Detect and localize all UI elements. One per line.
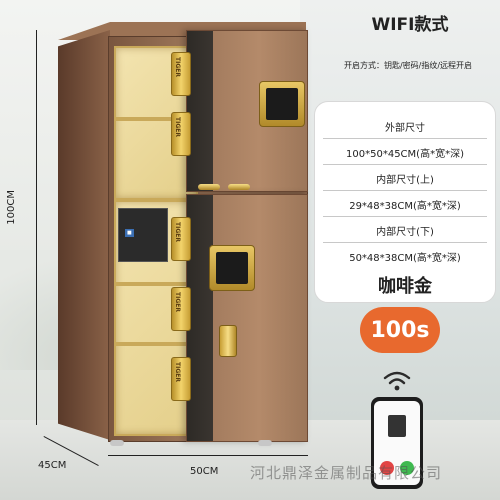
- divider: [323, 242, 487, 243]
- height-dimension-line: [36, 30, 37, 425]
- height-dimension-label: 100CM: [6, 190, 17, 225]
- smartphone: [371, 397, 423, 489]
- color-name: 咖啡金: [378, 276, 432, 297]
- model-title: WIFI款式: [371, 15, 449, 35]
- hinge: [198, 184, 220, 190]
- upper-shelf: [116, 117, 194, 121]
- bolt: TIGER: [171, 217, 191, 261]
- company-watermark: 河北鼎泽金属制品有限公司: [250, 464, 443, 482]
- internal-upper-value: 29*48*38CM(高*宽*深): [349, 201, 461, 212]
- safe-side: [58, 30, 110, 440]
- upper-door: [186, 30, 308, 192]
- phone-screen: [374, 401, 420, 485]
- internal-upper-label: 内部尺寸(上): [376, 175, 434, 186]
- keypad-icon: [216, 252, 248, 284]
- door-edge: [187, 31, 213, 191]
- price-badge: 100s: [360, 307, 440, 353]
- wifi-icon: [383, 371, 411, 391]
- safe-app-icon: [388, 415, 406, 437]
- door-handle: [219, 325, 237, 357]
- external-size-value: 100*50*45CM(高*宽*深): [346, 149, 464, 160]
- lower-digital-lock: [209, 245, 255, 291]
- internal-lower-label: 内部尺寸(下): [376, 227, 434, 238]
- door-edge: [187, 195, 213, 441]
- external-size-label: 外部尺寸: [385, 123, 425, 134]
- lock-button-icon: [380, 461, 394, 475]
- bolt: TIGER: [171, 112, 191, 156]
- bolt: TIGER: [171, 287, 191, 331]
- lower-shelf-1: [116, 282, 194, 286]
- internal-lower-value: 50*48*38CM(高*宽*深): [349, 253, 461, 264]
- inner-lockbox: ■: [118, 208, 168, 262]
- width-dimension-line: [108, 455, 308, 456]
- spec-card: 外部尺寸 100*50*45CM(高*宽*深) 内部尺寸(上) 29*48*38…: [314, 101, 496, 303]
- divider: [323, 164, 487, 165]
- bolt: TIGER: [171, 52, 191, 96]
- width-dimension-label: 50CM: [190, 466, 219, 477]
- safe-foot: [258, 440, 272, 446]
- safe-illustration: TIGER TIGER ■ TIGER TIGER TIGER: [58, 22, 308, 447]
- divider: [323, 138, 487, 139]
- lower-door: [186, 194, 308, 442]
- unlock-methods-text: 开启方式：钥匙/密码/指纹/远程开启: [343, 61, 473, 70]
- upper-digital-lock: [259, 81, 305, 127]
- divider: [323, 216, 487, 217]
- hinge: [228, 184, 250, 190]
- lockbox-logo-icon: ■: [125, 229, 134, 237]
- bolt: TIGER: [171, 357, 191, 401]
- lower-shelf-2: [116, 342, 194, 346]
- unlock-button-icon: [400, 461, 414, 475]
- divider: [323, 190, 487, 191]
- depth-dimension-label: 45CM: [38, 460, 67, 471]
- keypad-icon: [266, 88, 298, 120]
- safe-foot: [110, 440, 124, 446]
